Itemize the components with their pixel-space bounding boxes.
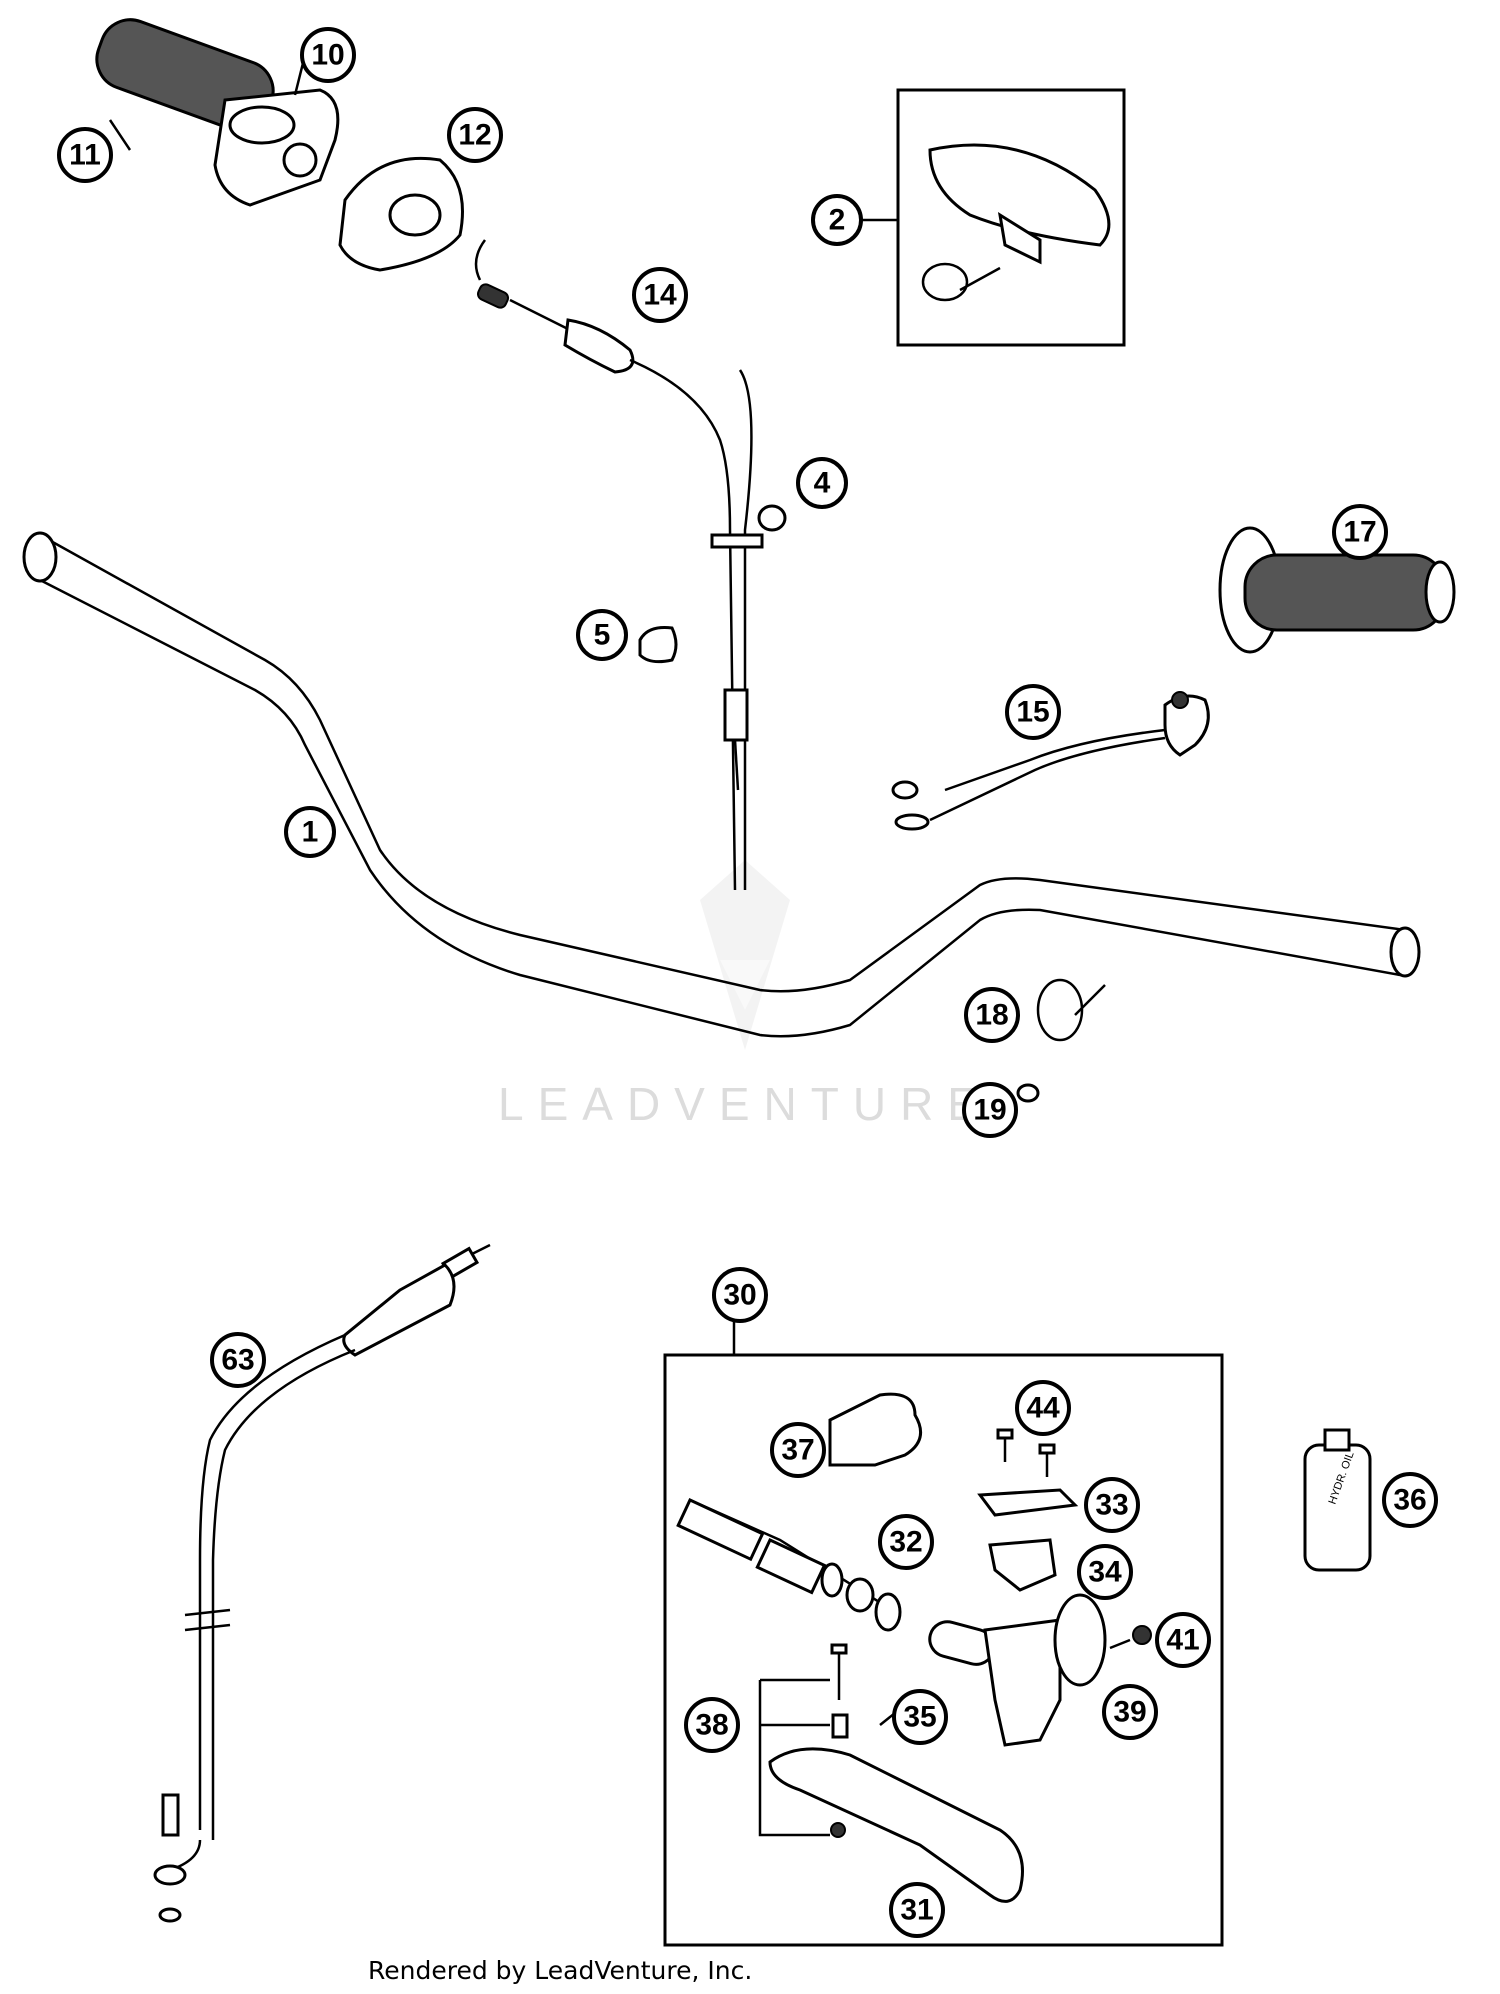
- watermark-logo: [700, 860, 790, 1050]
- cable-cap: [757, 504, 787, 532]
- kill-switch: [891, 691, 1210, 831]
- svg-text:37: 37: [781, 1434, 814, 1467]
- callout-15: 15: [1005, 684, 1061, 740]
- master-cylinder-body: [928, 1593, 1107, 1747]
- hydraulic-oil-bottle: HYDR. OIL: [1303, 1428, 1372, 1572]
- svg-text:44: 44: [1026, 1392, 1060, 1425]
- callout-35: 35: [892, 1689, 948, 1745]
- callout-38: 38: [684, 1697, 740, 1753]
- svg-text:15: 15: [1016, 696, 1049, 729]
- callout-31: 31: [889, 1882, 945, 1938]
- master-cylinder-kit-box: [663, 1353, 1224, 1947]
- clutch-lever: [768, 1747, 1024, 1903]
- callout-1: 1: [284, 806, 336, 858]
- throttle-housing: [213, 88, 340, 207]
- svg-text:63: 63: [221, 1344, 254, 1377]
- svg-text:30: 30: [723, 1279, 756, 1312]
- handguard: [921, 143, 1111, 302]
- nut: [1016, 1083, 1040, 1103]
- svg-text:31: 31: [900, 1894, 933, 1927]
- callout-14: 14: [632, 267, 688, 323]
- callout-37: 37: [770, 1422, 826, 1478]
- callout-2: 2: [811, 194, 863, 246]
- handguard-kit-box: [896, 88, 1126, 347]
- svg-text:32: 32: [889, 1526, 922, 1559]
- cable-tie: [1036, 978, 1106, 1042]
- callout-41: 41: [1155, 1612, 1211, 1668]
- callout-4: 4: [796, 457, 848, 509]
- piston-assembly: [676, 1498, 902, 1632]
- svg-text:4: 4: [814, 467, 831, 500]
- svg-text:2: 2: [829, 204, 846, 237]
- svg-text:1: 1: [302, 816, 319, 849]
- callout-5: 5: [576, 609, 628, 661]
- callout-18: 18: [964, 987, 1020, 1043]
- svg-text:19: 19: [973, 1094, 1006, 1127]
- svg-text:41: 41: [1166, 1624, 1199, 1657]
- right-grip: [1218, 526, 1456, 654]
- throttle-cable: [474, 239, 764, 891]
- watermark-text: LEADVENTURE: [498, 1078, 992, 1130]
- svg-text:12: 12: [458, 119, 491, 152]
- clamp-bolt: [1109, 1625, 1152, 1650]
- callout-12: 12: [447, 107, 503, 163]
- svg-text:38: 38: [695, 1709, 728, 1742]
- svg-text:34: 34: [1088, 1556, 1122, 1589]
- svg-text:17: 17: [1343, 516, 1376, 549]
- reservoir-cap: [977, 1488, 1079, 1517]
- callout-33: 33: [1084, 1477, 1140, 1533]
- callout-17: 17: [1332, 504, 1388, 560]
- cap-screws: [996, 1428, 1056, 1477]
- svg-text:39: 39: [1113, 1696, 1146, 1729]
- footer-credit: Rendered by LeadVenture, Inc.: [368, 1956, 753, 1985]
- lever-pivot-kit: [758, 1643, 849, 1838]
- svg-text:35: 35: [903, 1701, 936, 1734]
- clutch-hose: [153, 1243, 491, 1923]
- svg-text:33: 33: [1095, 1489, 1128, 1522]
- svg-text:18: 18: [975, 999, 1008, 1032]
- callout-11: 11: [57, 127, 113, 183]
- callout-36: 36: [1382, 1472, 1438, 1528]
- callout-39: 39: [1102, 1684, 1158, 1740]
- reservoir-diaphragm: [988, 1538, 1057, 1592]
- svg-text:14: 14: [643, 279, 677, 312]
- svg-text:10: 10: [311, 39, 344, 72]
- callout-19: 19: [962, 1082, 1018, 1138]
- callout-10: 10: [300, 27, 356, 83]
- svg-text:5: 5: [594, 619, 611, 652]
- callout-32: 32: [878, 1514, 934, 1570]
- lever-dust-cover: [828, 1392, 923, 1467]
- callout-30: 30: [712, 1267, 768, 1323]
- callout-63: 63: [210, 1332, 266, 1388]
- throttle-cover: [338, 156, 464, 272]
- callout-34: 34: [1077, 1544, 1133, 1600]
- callout-44: 44: [1015, 1380, 1071, 1436]
- handlebar: [22, 531, 1421, 1038]
- svg-text:11: 11: [69, 139, 101, 172]
- cable-clip: [638, 626, 678, 664]
- svg-text:36: 36: [1393, 1484, 1426, 1517]
